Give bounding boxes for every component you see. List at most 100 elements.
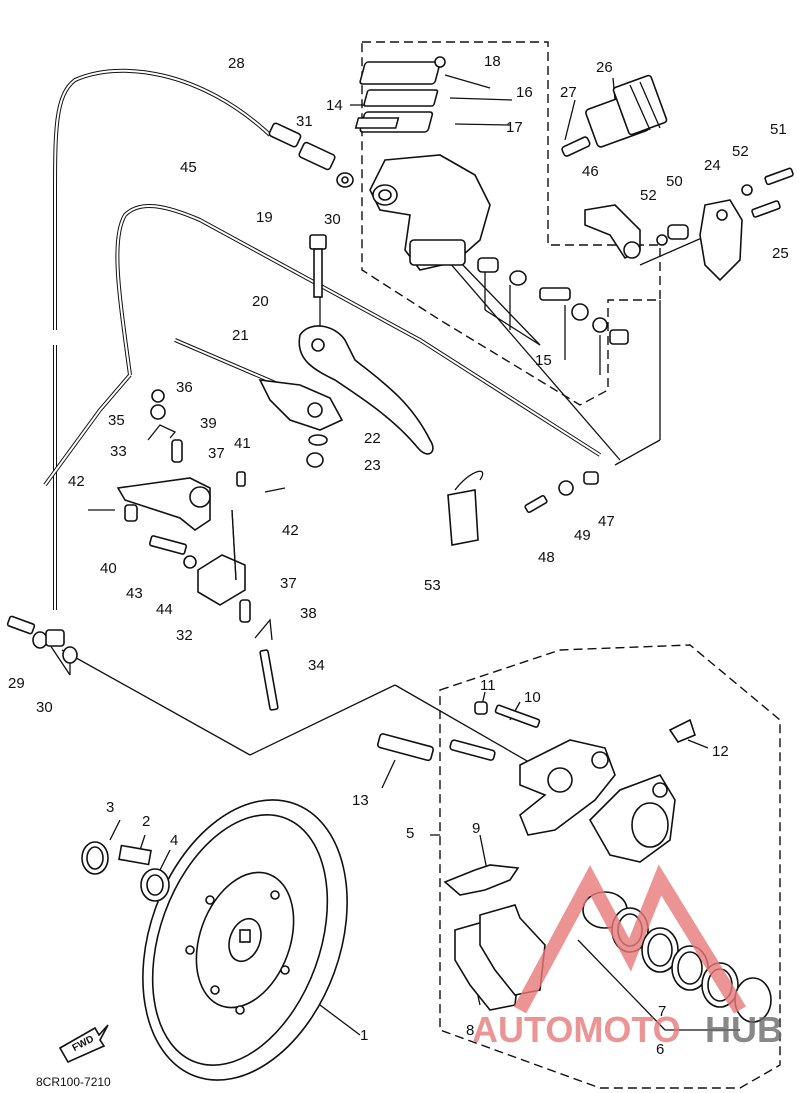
- label-33: 33: [110, 443, 127, 460]
- washer-35: [150, 404, 166, 420]
- shim-9: [443, 864, 520, 896]
- bolt-51: [764, 167, 794, 186]
- pin-37b: [239, 599, 251, 623]
- washer-49: [558, 480, 574, 496]
- drawing-code: 8CR100-7210: [36, 1075, 111, 1089]
- reservoir-cap: [359, 61, 441, 85]
- label-39: 39: [200, 415, 217, 432]
- label-52-right: 52: [732, 143, 749, 160]
- label-42-right: 42: [282, 522, 299, 539]
- label-31: 31: [296, 113, 313, 130]
- rod-34: [259, 649, 279, 711]
- caliper-outline: [439, 644, 781, 1089]
- master-cylinder-outline: [361, 41, 661, 406]
- cam-lever-33: [116, 477, 211, 531]
- label-19: 19: [256, 209, 273, 226]
- bolt-19: [309, 234, 327, 298]
- label-49: 49: [574, 527, 591, 544]
- label-12: 12: [712, 743, 729, 760]
- bolt-48: [524, 494, 548, 514]
- piston-kit: [477, 257, 629, 375]
- label-1: 1: [360, 1027, 368, 1044]
- label-34: 34: [308, 657, 325, 674]
- label-28: 28: [228, 55, 245, 72]
- master-cylinder: [354, 56, 629, 375]
- label-5: 5: [406, 825, 414, 842]
- nut-36: [151, 389, 165, 403]
- label-52-left: 52: [640, 187, 657, 204]
- collar-47: [583, 471, 599, 485]
- brake-disc: [142, 799, 348, 1081]
- label-32: 32: [176, 627, 193, 644]
- pin-40: [124, 504, 138, 522]
- label-37-top: 37: [208, 445, 225, 462]
- cable-fittings: [268, 122, 354, 188]
- cables: [43, 68, 602, 610]
- label-10: 10: [524, 689, 541, 706]
- label-21: 21: [232, 327, 249, 344]
- label-13: 13: [352, 792, 369, 809]
- bolt-25: [751, 200, 781, 218]
- cam-lever-assembly: [88, 389, 286, 711]
- spring-38: [254, 618, 273, 641]
- label-53: 53: [424, 577, 441, 594]
- label-7: 7: [658, 1003, 666, 1020]
- bolt-10b: [449, 739, 496, 761]
- label-50: 50: [666, 173, 683, 190]
- label-45: 45: [180, 159, 197, 176]
- label-41: 41: [234, 435, 251, 452]
- nut-44: [183, 555, 197, 569]
- label-51: 51: [770, 121, 787, 138]
- key-2: [118, 844, 152, 866]
- label-25: 25: [772, 245, 789, 262]
- label-4: 4: [170, 832, 178, 849]
- label-11: 11: [480, 677, 496, 694]
- misc-parts: [447, 470, 599, 546]
- label-30-top: 30: [324, 211, 341, 228]
- bolt-29-washers: [6, 615, 78, 664]
- pin-10: [494, 704, 541, 728]
- label-38: 38: [300, 605, 317, 622]
- label-26: 26: [596, 59, 613, 76]
- label-44: 44: [156, 601, 173, 618]
- brake-pad-8b: [479, 904, 546, 996]
- collar-50: [667, 224, 689, 240]
- label-2: 2: [142, 813, 150, 830]
- pin-37a: [171, 439, 183, 463]
- label-16: 16: [516, 84, 533, 101]
- watermark-text-secondary: HUB: [705, 1009, 783, 1050]
- label-23: 23: [364, 457, 381, 474]
- bleed-screw-12: [668, 718, 696, 743]
- screw-18: [434, 56, 446, 68]
- label-17: 17: [506, 119, 523, 136]
- watermark-text-primary: AUTOMOTO: [472, 1009, 681, 1050]
- label-48: 48: [538, 549, 555, 566]
- label-8: 8: [466, 1022, 474, 1039]
- label-37-bottom: 37: [280, 575, 297, 592]
- label-22: 22: [364, 430, 381, 447]
- label-29: 29: [8, 675, 25, 692]
- cable-45: [115, 203, 602, 457]
- bracket-24: [699, 199, 743, 282]
- label-36: 36: [176, 379, 193, 396]
- label-15: 15: [535, 352, 552, 369]
- pedal-parts: [584, 167, 794, 282]
- bolt-43: [148, 535, 188, 555]
- label-40: 40: [100, 560, 117, 577]
- label-46: 46: [582, 163, 599, 180]
- watermark: AUTOMOTO HUB: [472, 864, 783, 1050]
- label-14: 14: [326, 97, 343, 114]
- label-9: 9: [472, 820, 480, 837]
- part-labels: 1 2 3 4 5 6 7 8 9 10 11 12 13 14 15 16 1…: [8, 53, 789, 1058]
- diaphragm-inner: [354, 117, 400, 129]
- label-47: 47: [598, 513, 615, 530]
- cap-11: [474, 701, 488, 715]
- label-42-left: 42: [68, 473, 85, 490]
- label-35: 35: [108, 412, 125, 429]
- label-20: 20: [252, 293, 269, 310]
- label-27: 27: [560, 84, 577, 101]
- label-43: 43: [126, 585, 143, 602]
- disc-hardware: [81, 841, 170, 902]
- reservoir-26: [561, 74, 668, 157]
